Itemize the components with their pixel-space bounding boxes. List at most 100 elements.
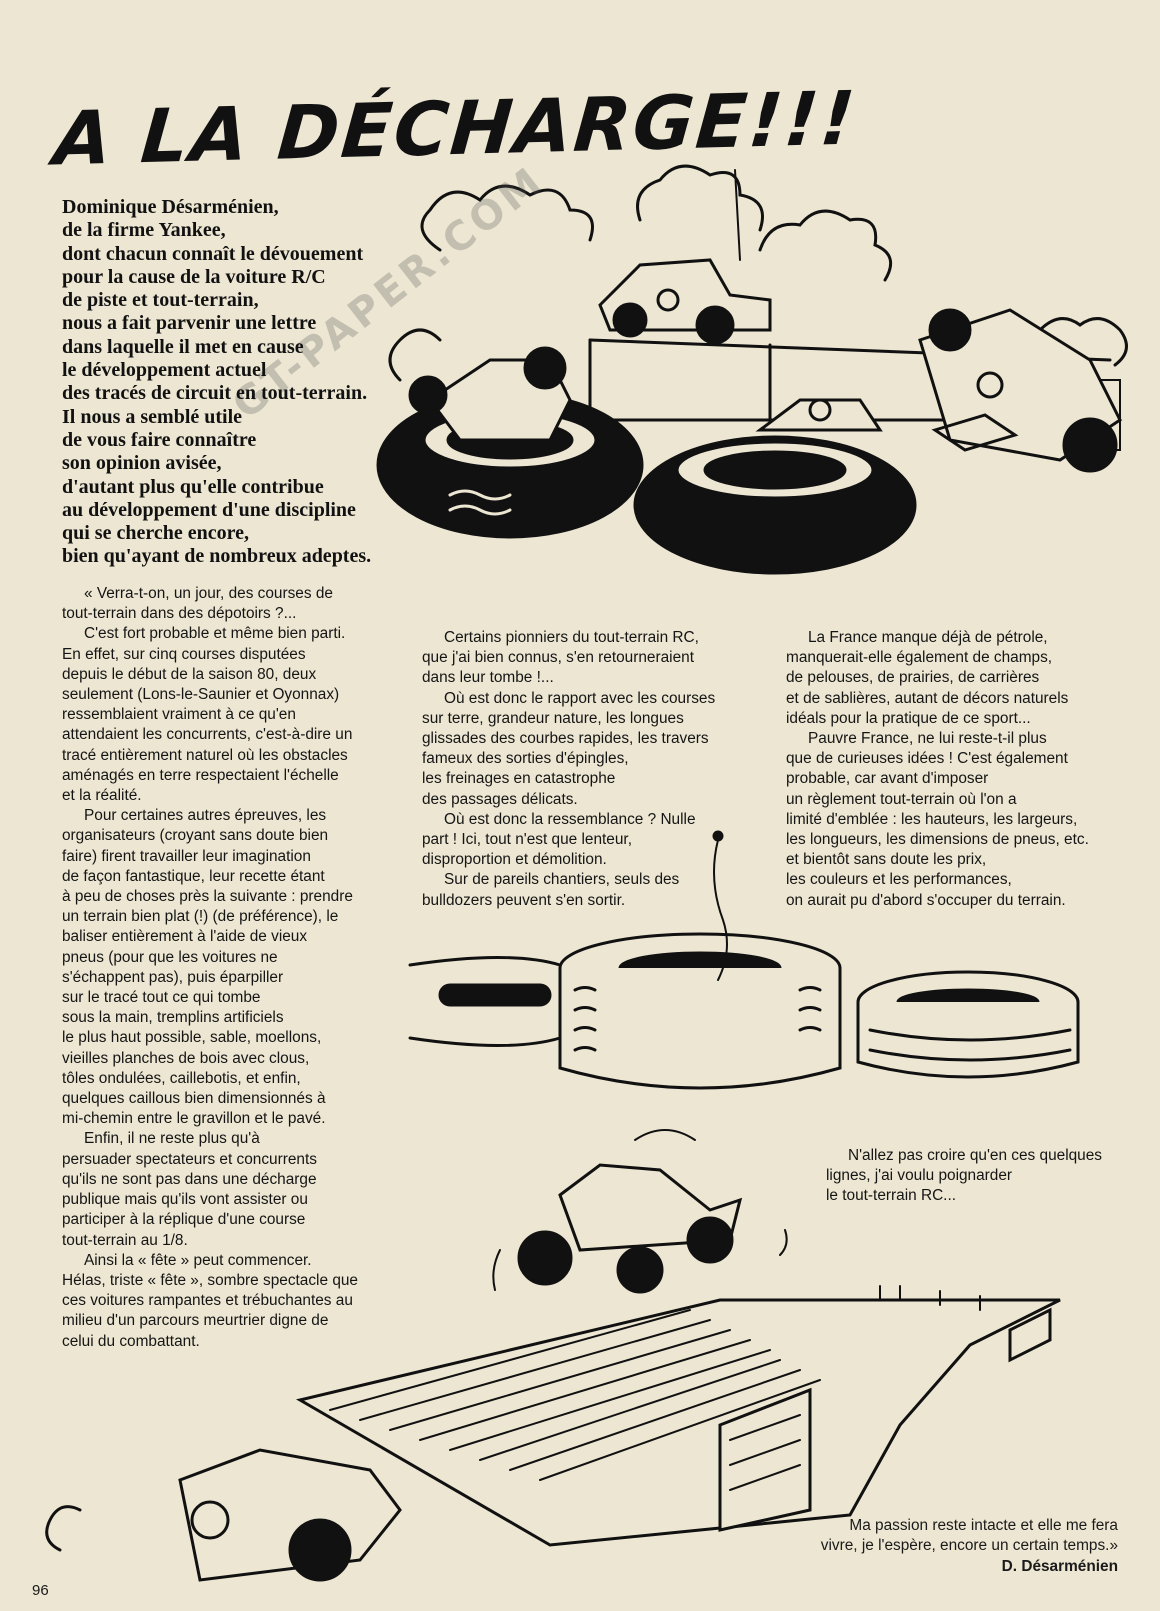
text-line: attendaient les concurrents, c'est-à-dir… — [62, 726, 353, 744]
intro-line: Dominique Désarménien, — [62, 196, 279, 218]
text-line: disproportion et démolition. — [422, 851, 607, 869]
text-line: un terrain bien plat (!) (de préférence)… — [62, 908, 339, 926]
text-line: les couleurs et les performances, — [786, 871, 1012, 889]
body-column-3: La France manque déjà de pétrole, manque… — [786, 628, 1126, 911]
top-illustration — [376, 164, 1128, 575]
text-line: tracé entièrement naturel où les obstacl… — [62, 746, 348, 764]
text-line: probable, car avant d'imposer — [786, 770, 989, 788]
text-line: seulement (Lons-le-Saunier et Oyonnax) — [62, 686, 340, 704]
text-line: Ma passion reste intacte et elle me fera — [849, 1517, 1118, 1534]
text-line: organisateurs (croyant sans doute bien — [62, 827, 329, 845]
body-column-4: N'allez pas croire qu'en ces quelques li… — [826, 1146, 1126, 1207]
text-line: vivre, je l'espère, encore un certain te… — [820, 1537, 1118, 1555]
text-line: ces voitures rampantes et trébuchantes a… — [62, 1292, 353, 1310]
text-line: ressemblaient vraiment à ce qu'en — [62, 706, 296, 724]
intro-line: d'autant plus qu'elle contribue — [62, 475, 324, 498]
text-line: faire) firent travailler leur imaginatio… — [62, 847, 311, 865]
text-line: mi-chemin entre le gravillon et le pavé. — [62, 1110, 326, 1128]
author-signature: D. Désarménien — [1001, 1557, 1118, 1575]
text-line: N'allez pas croire qu'en ces quelques — [848, 1147, 1102, 1164]
text-line: les freinages en catastrophe — [422, 770, 616, 788]
text-line: que de curieuses idées ! C'est également — [786, 750, 1068, 768]
text-line: et bientôt sans doute les prix, — [786, 851, 987, 869]
text-line: lignes, j'ai voulu poignarder — [826, 1167, 1013, 1185]
text-line: de pelouses, de prairies, de carrières — [786, 669, 1040, 687]
text-line: vieilles planches de bois avec clous, — [62, 1049, 310, 1067]
intro-line: des tracés de circuit en tout-terrain. — [62, 382, 368, 405]
text-line: s'échappent pas), puis éparpiller — [62, 968, 284, 986]
intro-line: qui se cherche encore, — [62, 522, 250, 545]
body-column-2: Certains pionniers du tout-terrain RC, q… — [422, 628, 762, 911]
text-line: bulldozers peuvent s'en sortir. — [422, 891, 626, 909]
text-line: que j'ai bien connus, s'en retourneraien… — [422, 649, 694, 667]
text-line: Pour certaines autres épreuves, les — [84, 807, 327, 825]
text-line: « Verra-t-on, un jour, des courses de — [84, 585, 333, 602]
text-line: à peu de choses près la suivante : prend… — [62, 888, 353, 906]
text-line: idéals pour la pratique de ce sport... — [786, 709, 1031, 727]
text-line: qu'ils ne sont pas dans une décharge — [62, 1170, 317, 1188]
text-line: fameux des sorties d'épingles, — [422, 750, 629, 768]
intro-line: de piste et tout-terrain, — [62, 289, 259, 312]
intro-paragraph: Dominique Désarménien, de la firme Yanke… — [62, 196, 402, 569]
text-line: des passages délicats. — [422, 790, 578, 808]
text-line: depuis le début de la saison 80, deux — [62, 665, 317, 683]
text-line: baliser entièrement à l'aide de vieux — [62, 928, 308, 946]
text-line: Enfin, il ne reste plus qu'à — [84, 1130, 260, 1148]
text-line: La France manque déjà de pétrole, — [808, 629, 1048, 646]
intro-line: au développement d'une discipline — [62, 498, 356, 521]
text-line: part ! Ici, tout n'est que lenteur, — [422, 831, 632, 849]
text-line: les longueurs, les dimensions de pneus, … — [786, 831, 1089, 849]
intro-line: son opinion avisée, — [62, 452, 222, 475]
text-line: tout-terrain au 1/8. — [62, 1231, 188, 1249]
text-line: le tout-terrain RC... — [826, 1187, 957, 1205]
text-line: un règlement tout-terrain où l'on a — [786, 790, 1017, 808]
text-line: manquerait-elle également de champs, — [786, 649, 1053, 667]
text-line: de façon fantastique, leur recette étant — [62, 867, 325, 885]
intro-line: nous a fait parvenir une lettre — [62, 312, 317, 335]
text-line: Où est donc la ressemblance ? Nulle — [444, 810, 696, 828]
closing-paragraph: Ma passion reste intacte et elle me fera… — [821, 1516, 1118, 1577]
body-column-1: « Verra-t-on, un jour, des courses de to… — [62, 584, 402, 1352]
intro-line: le développement actuel — [62, 359, 267, 382]
text-line: milieu d'un parcours meurtrier digne de — [62, 1312, 329, 1330]
text-line: glissades des courbes rapides, les trave… — [422, 730, 709, 748]
text-line: quelques caillous bien dimensionnés à — [62, 1090, 326, 1108]
intro-line: Il nous a semblé utile — [62, 405, 243, 428]
text-line: En effet, sur cinq courses disputées — [62, 645, 306, 663]
text-line: sous la main, tremplins artificiels — [62, 1009, 284, 1027]
text-line: le plus haut possible, sable, moellons, — [62, 1029, 322, 1047]
intro-line: de la firme Yankee, — [62, 219, 226, 242]
text-line: dans leur tombe !... — [422, 669, 554, 687]
text-line: participer à la réplique d'une course — [62, 1211, 306, 1229]
text-line: persuader spectateurs et concurrents — [62, 1150, 317, 1168]
intro-line: de vous faire connaître — [62, 428, 257, 451]
text-line: tout-terrain dans des dépotoirs ?... — [62, 605, 297, 623]
page-number: 96 — [32, 1582, 49, 1599]
intro-line: dont chacun connaît le dévouement — [62, 242, 364, 265]
text-line: publique mais qu'ils vont assister ou — [62, 1191, 308, 1209]
text-line: Hélas, triste « fête », sombre spectacle… — [62, 1271, 358, 1289]
text-line: Sur de pareils chantiers, seuls des — [444, 871, 680, 889]
text-line: sur le tracé tout ce qui tombe — [62, 989, 261, 1007]
intro-line: dans laquelle il met en cause — [62, 335, 304, 358]
text-line: et la réalité. — [62, 787, 142, 805]
intro-line: bien qu'ayant de nombreux adeptes. — [62, 545, 372, 568]
intro-line: pour la cause de la voiture R/C — [62, 265, 326, 288]
text-line: limité d'emblée : les hauteurs, les larg… — [786, 810, 1078, 828]
text-line: et de sablières, autant de décors nature… — [786, 689, 1069, 707]
text-line: aménagés en terre respectaient l'échelle — [62, 766, 339, 784]
text-line: pneus (pour que les voitures ne — [62, 948, 278, 966]
text-line: Certains pionniers du tout-terrain RC, — [444, 629, 699, 646]
text-line: C'est fort probable et même bien parti. — [84, 625, 346, 643]
text-line: sur terre, grandeur nature, les longues — [422, 709, 684, 727]
text-line: celui du combattant. — [62, 1332, 200, 1350]
text-line: on aurait pu d'abord s'occuper du terrai… — [786, 891, 1066, 909]
text-line: Ainsi la « fête » peut commencer. — [84, 1251, 312, 1269]
ramp-illustration — [45, 1129, 1061, 1582]
text-line: Où est donc le rapport avec les courses — [444, 689, 716, 707]
text-line: Pauvre France, ne lui reste-t-il plus — [808, 730, 1047, 748]
text-line: tôles ondulées, caillebotis, et enfin, — [62, 1069, 301, 1087]
tyres-illustration — [408, 830, 1080, 1090]
